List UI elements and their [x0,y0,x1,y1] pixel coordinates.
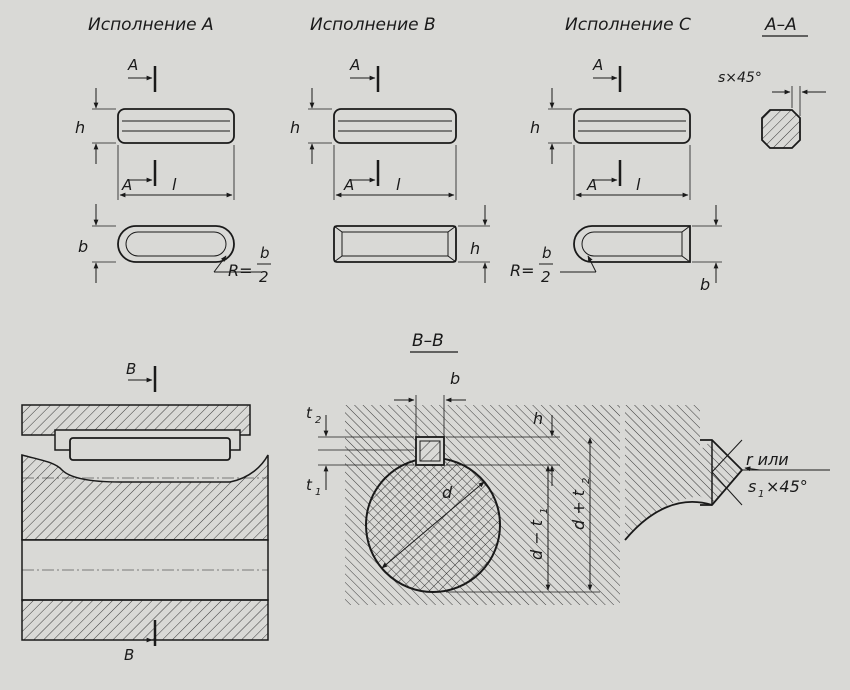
assembly-view: B B [21,360,269,664]
label-a-bottom-2: A [343,176,354,194]
label-s45: s×45° [718,70,762,86]
label-l-b: l [396,175,401,194]
label-b-bb: b [450,369,460,388]
label-t2: t [306,404,313,422]
label-d: d [442,483,453,502]
label-a-bottom-3: A [586,176,597,194]
heading-exec-b: Исполнение B [310,15,436,35]
label-b-c: b [700,275,710,294]
label-s1-tail: ×45° [766,477,808,496]
section-aa-drawing: s×45° [718,70,826,149]
label-t2-sub: 2 [315,415,321,426]
label-r-ili: r или [746,450,789,469]
label-d-minus-t1: d − t [527,519,546,560]
heading-section-aa: A–A [764,15,797,35]
label-t1: t [306,476,313,494]
detail-view: r или s 1 ×45° [624,405,830,541]
label-h-a: h [75,118,85,137]
label-s1-sub: 1 [758,489,764,500]
label-a-top-3: A [592,56,603,74]
label-d-plus-t2: d + t [569,489,588,530]
label-b-bottom: B [124,646,134,664]
label-h-b2: h [470,239,480,258]
label-h-bb: h [533,409,543,428]
label-r-a: R= [228,261,253,280]
label-h-b: h [290,118,300,137]
label-t1-sub: 1 [315,487,321,498]
label-a-top-1: A [127,56,138,74]
heading-exec-c: Исполнение C [565,15,691,35]
label-s1: s [748,477,756,496]
exec-c-drawing: A h A l b R= b 2 [510,56,722,294]
exec-a-drawing: A h A l b R= b 2 [75,56,271,286]
label-r-a-num: b [260,244,270,262]
label-b-a: b [78,237,88,256]
label-a-bottom-1: A [121,176,132,194]
heading-section-bb: B–B [412,331,444,351]
label-a-top-2: A [349,56,360,74]
label-dpt2-sub: 2 [581,478,592,484]
exec-b-drawing: A h A l h [290,56,490,283]
heading-exec-a: Исполнение A [88,15,214,35]
label-r-a-den: 2 [259,268,269,286]
label-r-c: R= [510,261,535,280]
label-l-c: l [636,175,641,194]
label-l-a: l [172,175,177,194]
label-b-top: B [126,360,136,378]
label-h-c: h [530,118,540,137]
label-r-c-den: 2 [541,268,551,286]
section-bb-drawing: d b t 2 t 1 h d − t d + t [306,369,620,605]
label-r-c-num: b [542,244,552,262]
label-dmt1-sub: 1 [539,508,550,514]
